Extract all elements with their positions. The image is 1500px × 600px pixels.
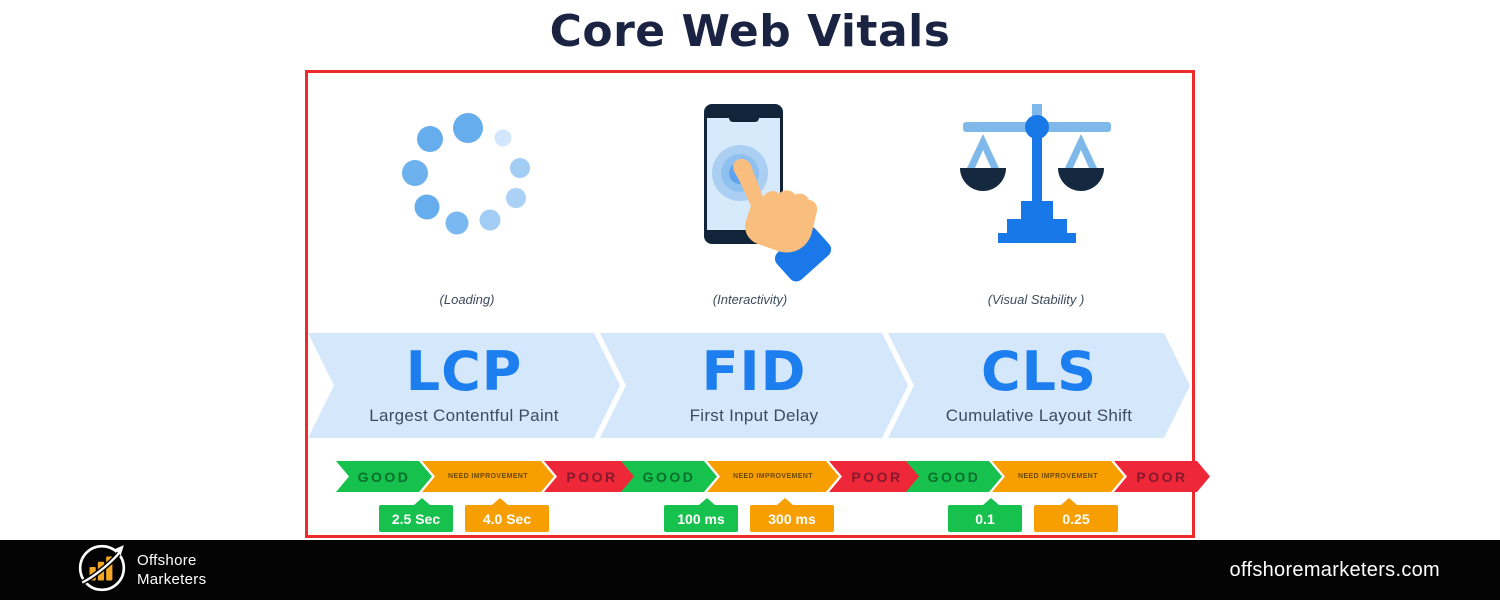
need-improvement-chevron: NEED IMPROVEMENT	[992, 461, 1124, 492]
thresholds-lcp: 2.5 Sec 4.0 Sec	[379, 505, 549, 532]
threshold-good-badge: 100 ms	[664, 505, 738, 532]
category-label-visual-stability: (Visual Stability )	[987, 292, 1085, 307]
metric-ribbon: LCP Largest Contentful Paint FID First I…	[308, 333, 1190, 438]
red-frame: (Loading) (Interactivity) (Visual Stabil…	[305, 70, 1195, 538]
metric-abbr-lcp: LCP	[405, 340, 523, 403]
brand-logo-icon	[76, 542, 128, 599]
ribbon-segment-lcp: LCP Largest Contentful Paint	[308, 333, 620, 438]
ribbon-segment-cls: CLS Cumulative Layout Shift	[888, 333, 1190, 438]
poor-chevron: POOR	[1114, 461, 1210, 492]
website-url: offshoremarketers.com	[1229, 558, 1440, 581]
threshold-good-badge: 0.1	[948, 505, 1022, 532]
brand-name: Offshore Marketers	[137, 551, 206, 589]
metric-name-fid: First Input Delay	[689, 406, 819, 425]
good-chevron: GOOD	[906, 461, 1002, 492]
good-chevron: GOOD	[621, 461, 717, 492]
threshold-good-badge: 2.5 Sec	[379, 505, 453, 532]
brand-line1: Offshore	[137, 551, 197, 569]
need-improvement-chevron: NEED IMPROVEMENT	[707, 461, 839, 492]
loading-spinner-icon	[387, 96, 547, 261]
rating-scale-cls: GOOD NEED IMPROVEMENT POOR	[906, 461, 1210, 492]
ribbon-segment-fid: FID First Input Delay	[600, 333, 908, 438]
balance-scale-icon	[957, 96, 1117, 256]
category-label-interactivity: (Interactivity)	[712, 292, 788, 307]
thresholds-cls: 0.1 0.25	[948, 505, 1118, 532]
page-title: Core Web Vitals	[549, 6, 951, 57]
need-improvement-chevron: NEED IMPROVEMENT	[422, 461, 554, 492]
rating-scale-lcp: GOOD NEED IMPROVEMENT POOR	[336, 461, 640, 492]
metric-name-lcp: Largest Contentful Paint	[369, 406, 559, 425]
touch-interaction-icon	[665, 96, 835, 301]
good-chevron: GOOD	[336, 461, 432, 492]
threshold-poor-badge: 0.25	[1034, 505, 1118, 532]
poor-chevron: POOR	[829, 461, 925, 492]
brand-line2: Marketers	[137, 571, 207, 588]
metric-abbr-fid: FID	[701, 340, 807, 403]
metric-name-cls: Cumulative Layout Shift	[945, 406, 1133, 425]
threshold-poor-badge: 4.0 Sec	[465, 505, 549, 532]
poor-chevron: POOR	[544, 461, 640, 492]
brand: Offshore Marketers	[76, 542, 206, 599]
footer-bar: Offshore Marketers offshoremarketers.com	[0, 540, 1500, 600]
threshold-poor-badge: 300 ms	[750, 505, 834, 532]
rating-scale-fid: GOOD NEED IMPROVEMENT POOR	[621, 461, 925, 492]
metric-abbr-cls: CLS	[981, 340, 1097, 403]
thresholds-fid: 100 ms 300 ms	[664, 505, 834, 532]
category-label-loading: (Loading)	[439, 292, 495, 307]
